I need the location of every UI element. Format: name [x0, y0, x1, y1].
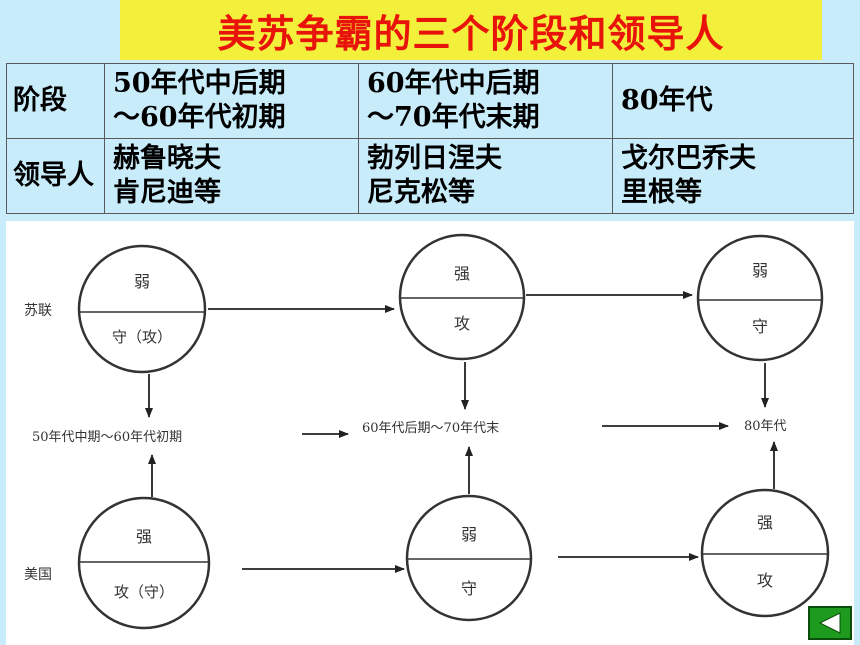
stage-cell-1: 50年代中后期～60年代初期: [104, 63, 359, 139]
stage-header-label: 阶段: [13, 85, 67, 116]
usa-state-2: 弱 守: [405, 494, 533, 622]
ussr-1-strength: 弱: [134, 272, 150, 291]
stage-header-cell: 阶段: [6, 63, 105, 139]
usa-2-posture: 守: [461, 579, 477, 598]
leader-header-cell: 领导人: [6, 138, 105, 214]
power-balance-diagram: 苏联 美国 弱 守（攻） 强 攻 弱 守 强 攻（守）: [6, 221, 854, 645]
stage-1-leaders-line1: 赫鲁晓夫: [113, 143, 221, 174]
ussr-state-3: 弱 守: [696, 234, 824, 362]
title-banner: 美苏争霸的三个阶段和领导人: [120, 0, 822, 60]
stage-cell-3: 80年代: [612, 63, 854, 139]
page-title: 美苏争霸的三个阶段和领导人: [217, 11, 725, 56]
period-label-2: 60年代后期～70年代末: [362, 421, 499, 436]
usa-1-strength: 强: [136, 527, 152, 546]
stage-1-period-line2: ～60年代初期: [113, 102, 286, 133]
usa-state-3: 强 攻: [700, 488, 830, 618]
table-row-leaders: 领导人 赫鲁晓夫肯尼迪等 勃列日涅夫尼克松等 戈尔巴乔夫里根等: [6, 138, 854, 214]
stage-2-leaders-line2: 尼克松等: [367, 177, 475, 208]
leader-cell-2: 勃列日涅夫尼克松等: [358, 138, 613, 214]
ussr-2-strength: 强: [454, 264, 470, 283]
usa-state-1: 强 攻（守）: [77, 496, 211, 630]
leader-cell-1: 赫鲁晓夫肯尼迪等: [104, 138, 359, 214]
stage-3-period-line1: 80年代: [621, 85, 713, 116]
ussr-1-posture: 守（攻）: [112, 328, 172, 346]
period-label-1: 50年代中期～60年代初期: [32, 430, 182, 445]
nav-back-button[interactable]: [808, 606, 852, 640]
usa-3-posture: 攻: [757, 571, 773, 590]
usa-2-strength: 弱: [461, 525, 477, 544]
stage-2-leaders-line1: 勃列日涅夫: [367, 143, 502, 174]
ussr-3-posture: 守: [752, 317, 768, 336]
triangle-left-icon: [818, 612, 841, 634]
usa-3-strength: 强: [757, 513, 773, 532]
stage-cell-2: 60年代中后期～70年代末期: [358, 63, 613, 139]
ussr-2-posture: 攻: [454, 314, 470, 333]
ussr-state-1: 弱 守（攻）: [77, 244, 207, 374]
stage-leader-table: 阶段 50年代中后期～60年代初期 60年代中后期～70年代末期 80年代 领导…: [6, 63, 854, 214]
ussr-state-2: 强 攻: [398, 233, 526, 361]
usa-label: 美国: [24, 567, 52, 583]
stage-3-leaders-line2: 里根等: [621, 177, 702, 208]
stage-3-leaders-line1: 戈尔巴乔夫: [621, 143, 756, 174]
usa-1-posture: 攻（守）: [114, 583, 174, 601]
ussr-3-strength: 弱: [752, 261, 768, 280]
stage-1-period-line1: 50年代中后期: [113, 68, 286, 99]
ussr-label: 苏联: [24, 303, 52, 319]
period-label-3: 80年代: [744, 419, 787, 434]
table-row-stage: 阶段 50年代中后期～60年代初期 60年代中后期～70年代末期 80年代: [6, 63, 854, 139]
stage-2-period-line2: ～70年代末期: [367, 102, 540, 133]
leader-header-label: 领导人: [13, 160, 94, 191]
stage-2-period-line1: 60年代中后期: [367, 68, 540, 99]
leader-cell-3: 戈尔巴乔夫里根等: [612, 138, 854, 214]
stage-1-leaders-line2: 肯尼迪等: [113, 177, 221, 208]
